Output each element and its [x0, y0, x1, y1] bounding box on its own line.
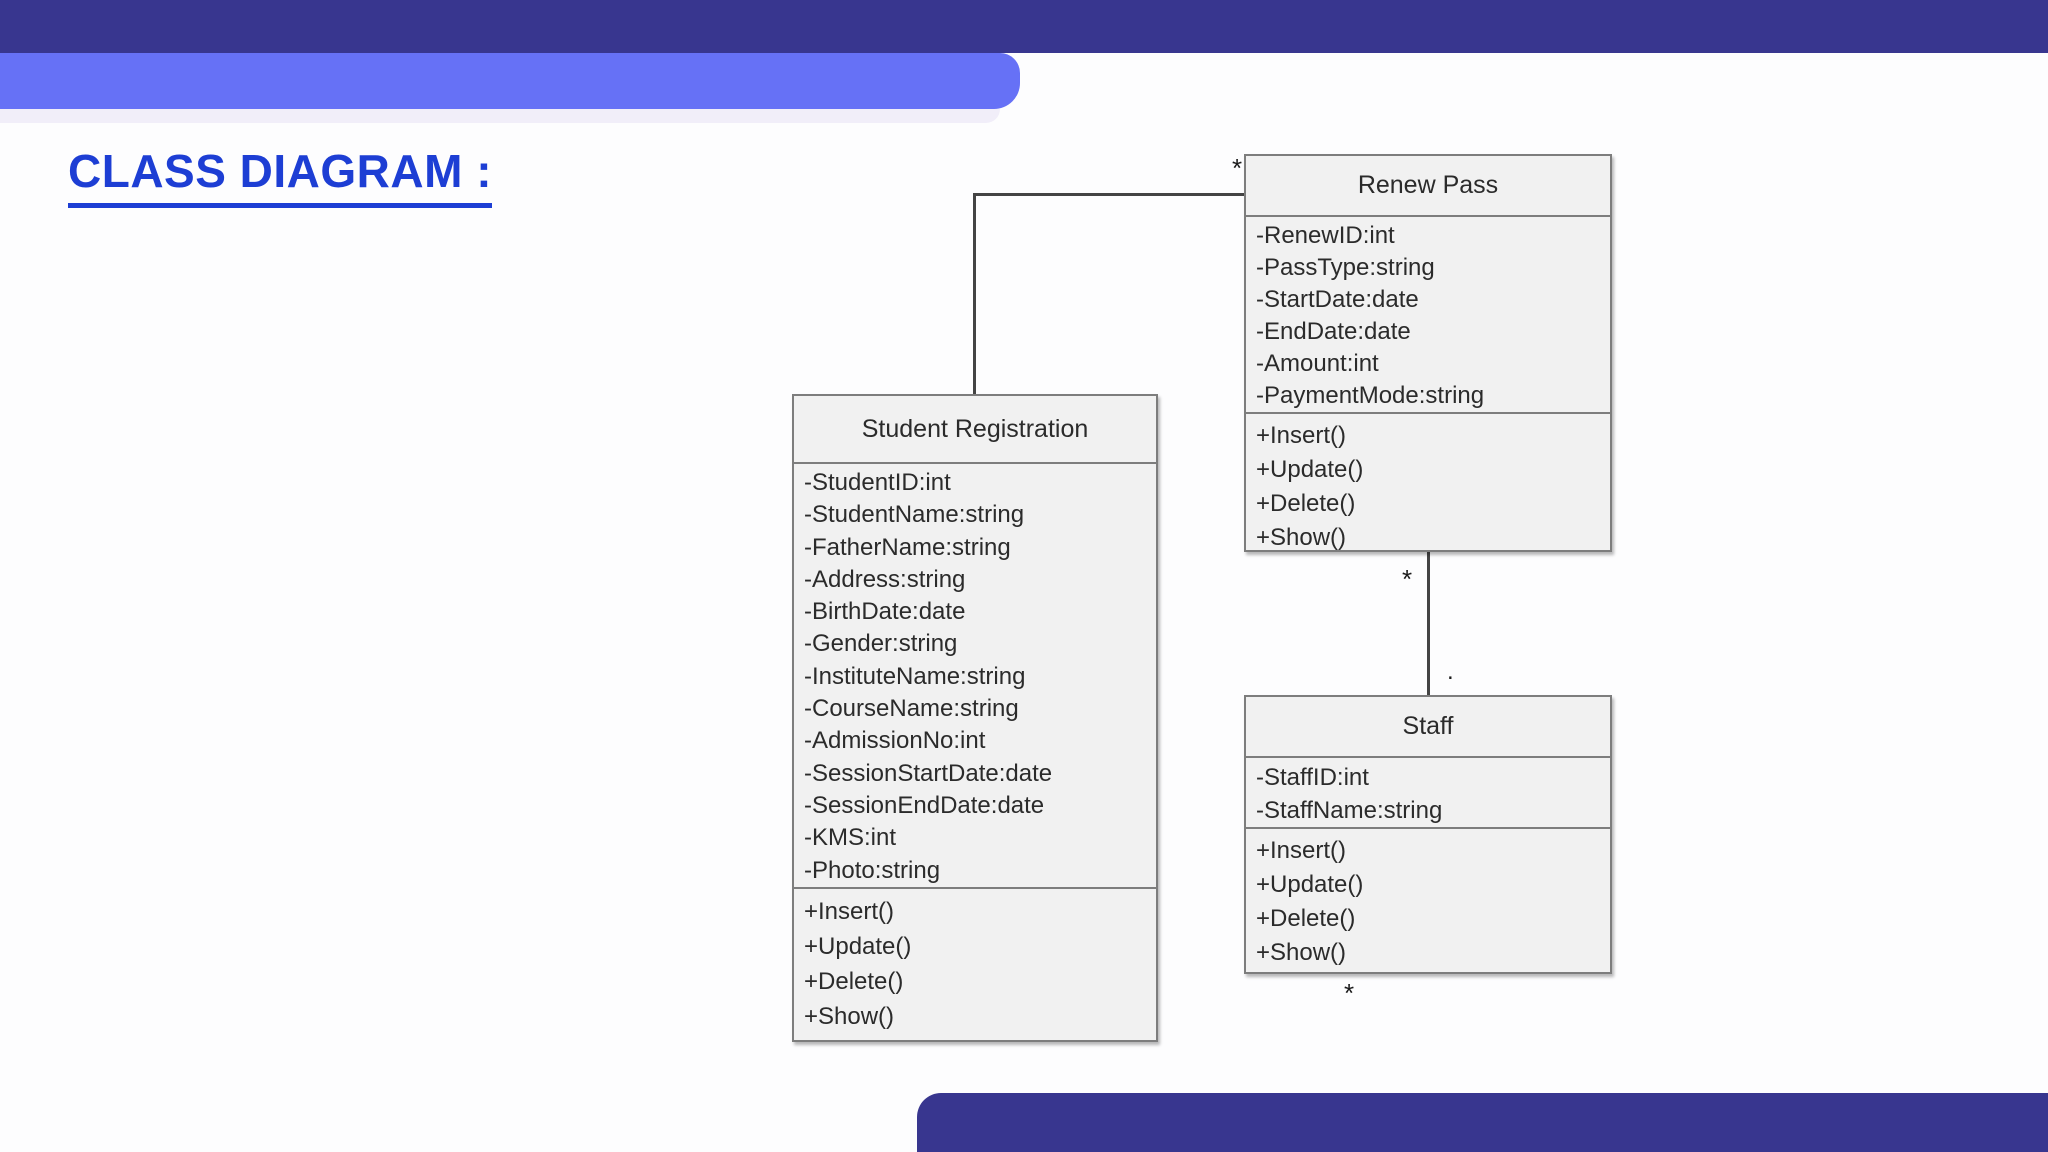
method-row: +Update() — [1256, 456, 1364, 483]
attribute-row: -StartDate:date — [1256, 286, 1419, 313]
methods-section: +Insert() +Update() +Delete() +Show() — [794, 889, 1156, 1040]
attribute-row: -BirthDate:date — [804, 598, 966, 626]
multiplicity-staff-bottom: * — [1344, 978, 1355, 1008]
attribute-row: -Address:string — [804, 565, 966, 593]
attributes-section: -StudentID:int -StudentName:string -Fath… — [794, 464, 1156, 889]
multiplicity-renewpass-bottom: * — [1402, 564, 1413, 594]
multiplicity-renewpass-top-left: * — [1232, 153, 1243, 183]
class-box-student-registration: Student Registration -StudentID:int -Stu… — [792, 394, 1158, 1042]
method-row: +Delete() — [1256, 905, 1356, 932]
connector-studentreg-renewpass-vertical — [973, 195, 976, 394]
header-top-bar — [0, 0, 2048, 53]
multiplicity-staff-top: . — [1447, 658, 1454, 685]
method-row: +Show() — [1256, 939, 1347, 966]
attributes-section: -RenewID:int -PassType:string -StartDate… — [1246, 217, 1610, 414]
attribute-row: -RenewID:int — [1256, 222, 1395, 249]
class-name: Renew Pass — [1246, 156, 1610, 217]
method-row: +Update() — [1256, 871, 1364, 898]
attribute-row: -StudentID:int — [804, 469, 951, 496]
attribute-row: -FatherName:string — [804, 533, 1011, 561]
methods-section: +Insert() +Update() +Delete() +Show() — [1246, 829, 1610, 972]
header-accent-shadow-strip — [0, 109, 1000, 123]
method-row: +Insert() — [804, 897, 895, 925]
method-row: +Insert() — [1256, 422, 1347, 449]
attributes-section: -StaffID:int -StaffName:string — [1246, 758, 1610, 829]
attribute-row: -KMS:int — [804, 824, 897, 852]
attribute-row: -SessionStartDate:date — [804, 759, 1053, 787]
attribute-row: -PaymentMode:string — [1256, 382, 1485, 409]
footer-bar — [917, 1093, 2048, 1152]
method-row: +Insert() — [1256, 837, 1347, 864]
attribute-row: -SessionEndDate:date — [804, 791, 1045, 819]
class-name: Staff — [1246, 697, 1610, 758]
class-name: Student Registration — [794, 396, 1156, 464]
attribute-row: -StudentName:string — [804, 501, 1025, 529]
method-row: +Show() — [804, 1002, 895, 1030]
attribute-row: -StaffID:int — [1256, 764, 1369, 791]
attribute-row: -AdmissionNo:int — [804, 727, 986, 755]
attribute-row: -Amount:int — [1256, 350, 1379, 377]
attribute-row: -PassType:string — [1256, 254, 1435, 281]
attribute-row: -Gender:string — [804, 630, 958, 658]
method-row: +Show() — [1256, 524, 1347, 551]
class-box-renew-pass: Renew Pass -RenewID:int -PassType:string… — [1244, 154, 1612, 552]
page-title: CLASS DIAGRAM : — [68, 144, 493, 208]
connector-renewpass-staff-vertical — [1427, 552, 1430, 695]
attribute-row: -StaffName:string — [1256, 797, 1443, 824]
class-box-staff: Staff -StaffID:int -StaffName:string +In… — [1244, 695, 1612, 974]
attribute-row: -EndDate:date — [1256, 318, 1411, 345]
attribute-row: -Photo:string — [804, 856, 941, 884]
connector-studentreg-renewpass-horizontal — [973, 193, 1245, 196]
methods-section: +Insert() +Update() +Delete() +Show() — [1246, 414, 1610, 555]
method-row: +Delete() — [1256, 490, 1356, 517]
attribute-row: -CourseName:string — [804, 695, 1019, 723]
method-row: +Update() — [804, 932, 912, 960]
header-accent-bar — [0, 53, 1020, 109]
method-row: +Delete() — [804, 967, 904, 995]
attribute-row: -InstituteName:string — [804, 662, 1026, 690]
